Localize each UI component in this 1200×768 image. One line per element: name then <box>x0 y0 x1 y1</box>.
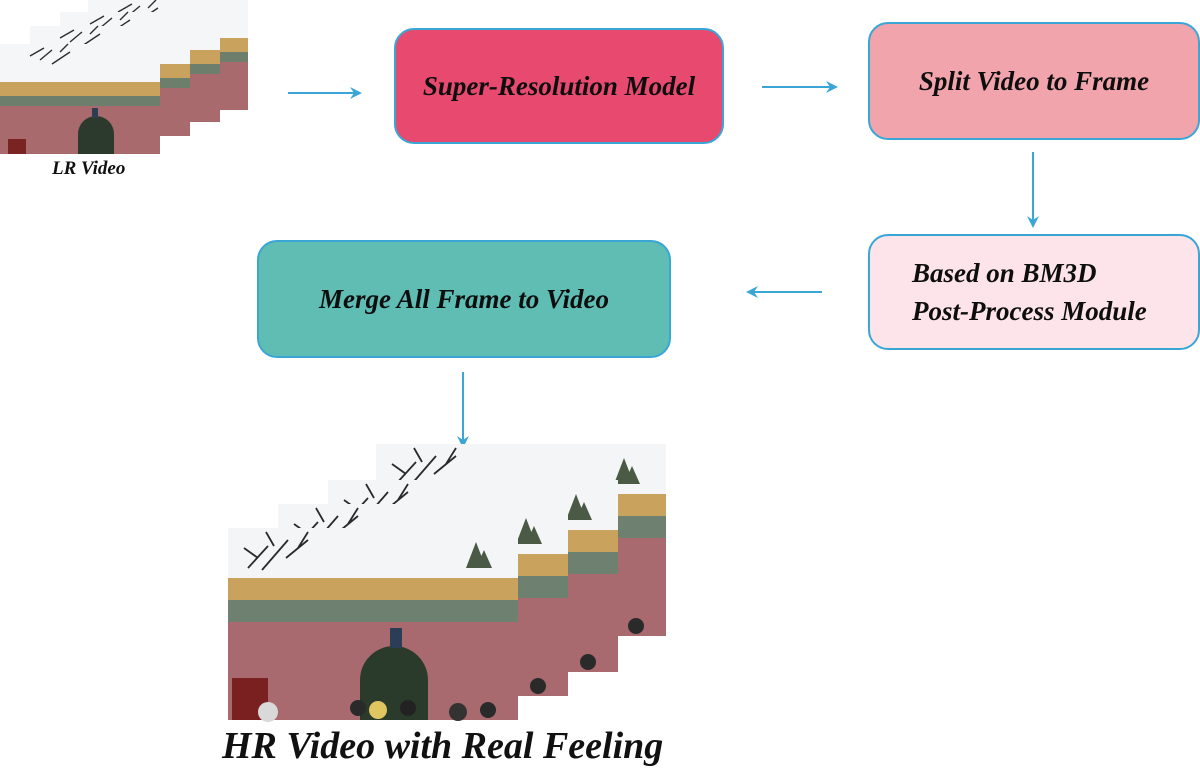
split-video-box: Split Video to Frame <box>868 22 1200 140</box>
merge-frames-box: Merge All Frame to Video <box>257 240 671 358</box>
lr-video-caption: LR Video <box>52 158 126 179</box>
bm3d-post-process-box: Based on BM3D Post-Process Module <box>868 234 1200 350</box>
merge-frames-label: Merge All Frame to Video <box>319 284 609 314</box>
bm3d-label-line1: Based on BM3D <box>912 258 1097 288</box>
super-resolution-model-label: Super-Resolution Model <box>422 71 696 101</box>
hr-video-caption: HR Video with Real Feeling <box>222 725 664 767</box>
bm3d-label-line2: Post-Process Module <box>912 296 1147 326</box>
super-resolution-model-box: Super-Resolution Model <box>394 28 724 144</box>
lr-video-frames <box>0 0 249 155</box>
hr-video-frames <box>228 444 667 723</box>
split-video-label: Split Video to Frame <box>918 66 1150 96</box>
